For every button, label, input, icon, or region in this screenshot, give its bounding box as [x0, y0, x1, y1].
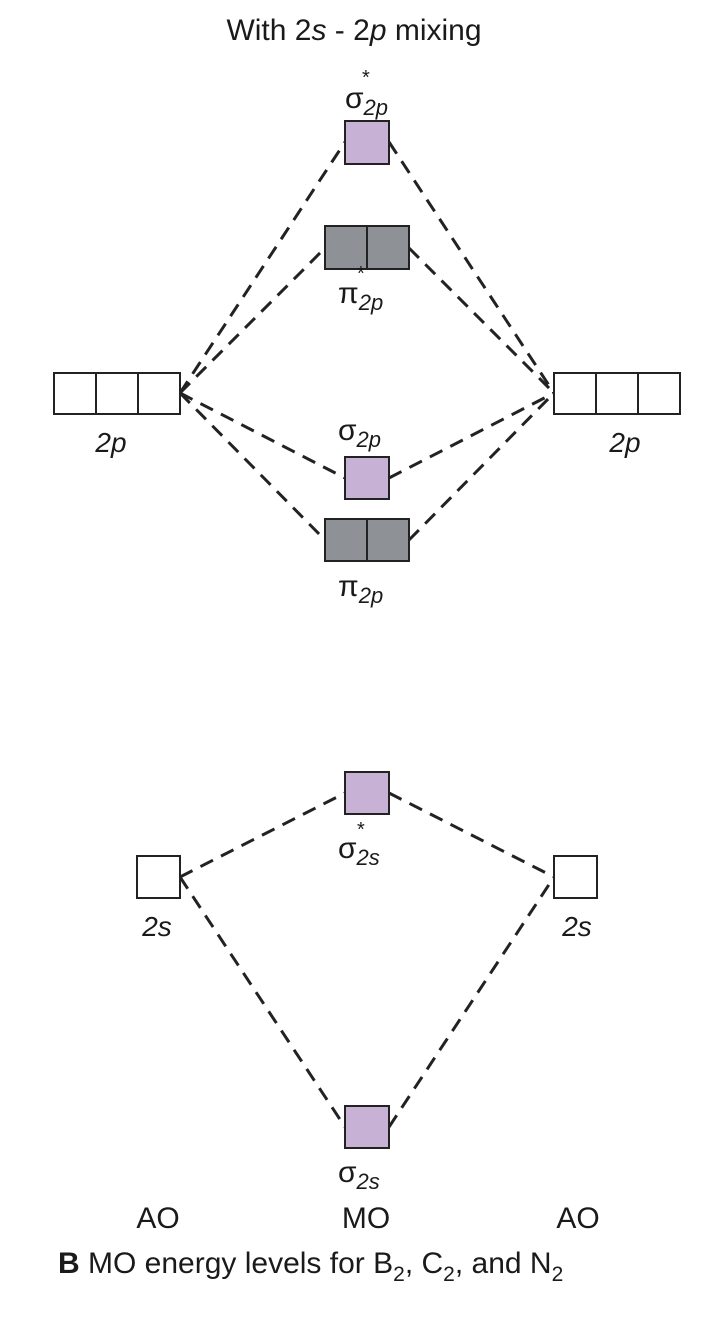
- orbital-sigma-2p: [344, 456, 390, 500]
- star-sigma-star-2p: *: [362, 67, 370, 89]
- line-sigma2p-right2p: [388, 391, 555, 480]
- label-sigma-star-2p: σ2p: [345, 82, 388, 120]
- column-label-right: AO: [556, 1202, 599, 1235]
- column-label-middle: MO: [342, 1202, 390, 1235]
- orbital-box: [344, 456, 390, 500]
- diagram-title: With 2s - 2p mixing: [226, 14, 481, 47]
- orbital-box: [344, 120, 390, 165]
- line-left2p-sigma2p: [179, 391, 346, 480]
- line-sigma2s-right2s: [387, 876, 556, 1128]
- orbital-sigma-star-2p: [344, 120, 390, 165]
- label-right-2p: 2p: [608, 427, 640, 458]
- orbital-box: [137, 372, 181, 415]
- line-sigmastar2s-right2s: [388, 791, 555, 879]
- orbital-box: [53, 372, 97, 415]
- line-left2p-pi2p: [178, 391, 327, 542]
- orbital-box: [344, 1105, 390, 1149]
- orbital-sigma-2s: [344, 1105, 390, 1149]
- label-pi-star-2p: π2p: [338, 277, 383, 315]
- line-sigmastar2p-right2p: [387, 141, 556, 394]
- label-sigma-2s: σ2s: [338, 1156, 380, 1194]
- figure-caption: B MO energy levels for B2, C2, and N2: [58, 1247, 563, 1286]
- orbital-box: [95, 372, 139, 415]
- ao-right-2p: [553, 372, 681, 415]
- orbital-pi-2p: [324, 518, 410, 562]
- connection-lines: [178, 141, 556, 1128]
- ao-left-2s: [136, 855, 181, 899]
- label-sigma-star-2s: σ2s: [338, 832, 380, 870]
- orbital-box: [637, 372, 681, 415]
- orbital-pi-star-2p: [324, 225, 410, 270]
- orbital-box: [324, 518, 368, 562]
- label-right-2s: 2s: [561, 911, 592, 942]
- ao-right-2s: [553, 855, 598, 899]
- label-left-2p: 2p: [94, 427, 126, 458]
- star-pi-star-2p: *: [357, 263, 365, 285]
- ao-left-2p: [53, 372, 181, 415]
- line-pistar2p-right2p: [407, 246, 556, 395]
- orbital-box: [344, 771, 390, 815]
- label-pi-2p: π2p: [338, 570, 383, 608]
- label-sigma-2p: σ2p: [338, 414, 381, 452]
- line-pi2p-right2p: [407, 391, 556, 542]
- orbital-box: [553, 372, 597, 415]
- orbital-box: [595, 372, 639, 415]
- label-left-2s: 2s: [141, 911, 172, 942]
- orbital-sigma-star-2s: [344, 771, 390, 815]
- line-left2p-pistar2p: [178, 246, 327, 395]
- star-sigma-star-2s: *: [357, 819, 365, 841]
- orbital-box: [366, 518, 410, 562]
- line-left2p-sigmastar2p: [178, 141, 347, 394]
- orbital-box: [136, 855, 181, 899]
- column-label-left: AO: [136, 1202, 179, 1235]
- orbital-box: [366, 225, 410, 270]
- orbital-box: [553, 855, 598, 899]
- line-left2s-sigmastar2s: [179, 791, 346, 879]
- line-left2s-sigma2s: [178, 876, 347, 1128]
